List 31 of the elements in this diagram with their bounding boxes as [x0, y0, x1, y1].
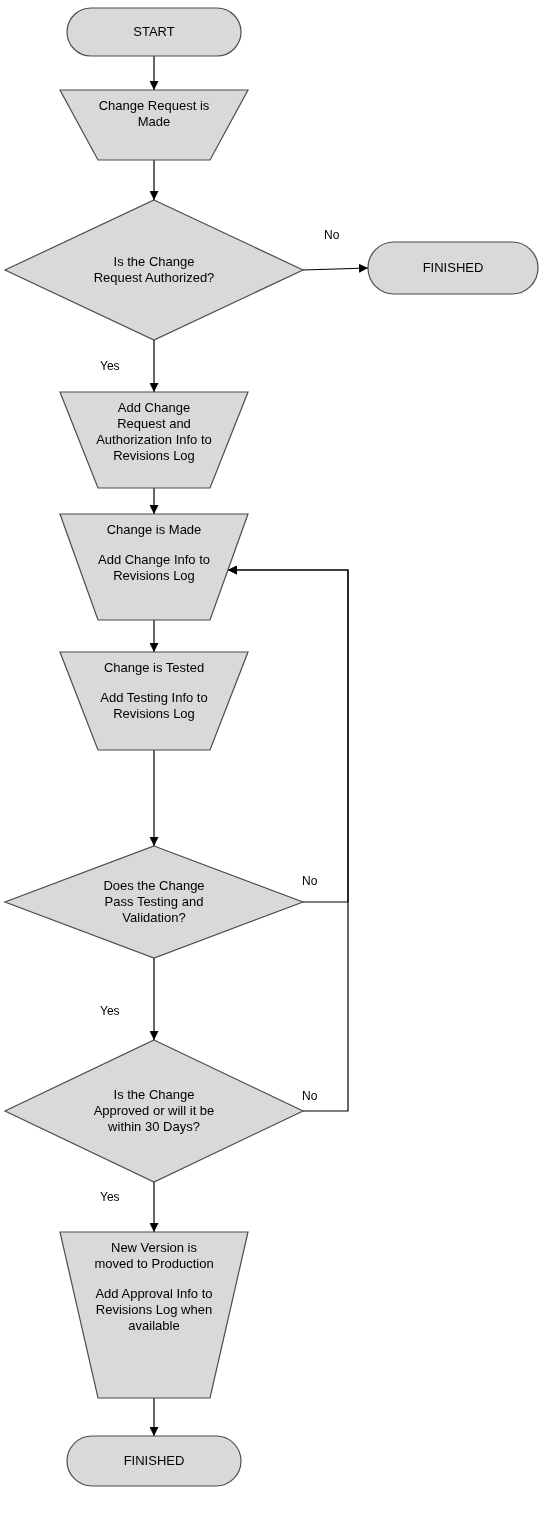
node-text: Add Testing Info to Revisions Log: [99, 690, 209, 722]
arrow: [149, 159, 159, 201]
node-text: Add Change Info to Revisions Log: [97, 552, 211, 584]
node-text: Is the Change Request Authorized?: [92, 254, 216, 286]
arrow: [149, 957, 159, 1041]
node-text: START: [133, 24, 175, 40]
arrow: [149, 619, 159, 653]
node-text: Add Change Request and Authorization Info to Revisions Log: [95, 400, 213, 464]
node-text: Add Approval Info to Revisions Log when available: [94, 1286, 214, 1334]
node-text: Change is Tested: [103, 660, 205, 676]
edge-label: No: [300, 874, 320, 888]
node-text: Is the Change Approved or will it be within 30 Days?: [92, 1087, 216, 1135]
arrow: [149, 1397, 159, 1437]
arrow: [149, 55, 159, 91]
arrow: [149, 749, 159, 847]
node-text: Change Request is Made: [97, 98, 211, 130]
arrow: [149, 487, 159, 515]
edge-label: No: [322, 228, 342, 242]
arrow: [149, 339, 159, 393]
node-text: FINISHED: [123, 1453, 185, 1469]
arrow: [227, 565, 349, 1112]
node-text: New Version is moved to Production: [93, 1240, 215, 1272]
edge-label: Yes: [98, 1004, 122, 1018]
node-text: FINISHED: [422, 260, 484, 276]
edge-label: Yes: [98, 359, 122, 373]
node-text: Change is Made: [106, 522, 202, 538]
arrow: [302, 263, 369, 273]
arrow: [149, 1181, 159, 1233]
edge-label: Yes: [98, 1190, 122, 1204]
node-text: Does the Change Pass Testing and Validation?: [102, 878, 206, 926]
edge-label: No: [300, 1089, 320, 1103]
